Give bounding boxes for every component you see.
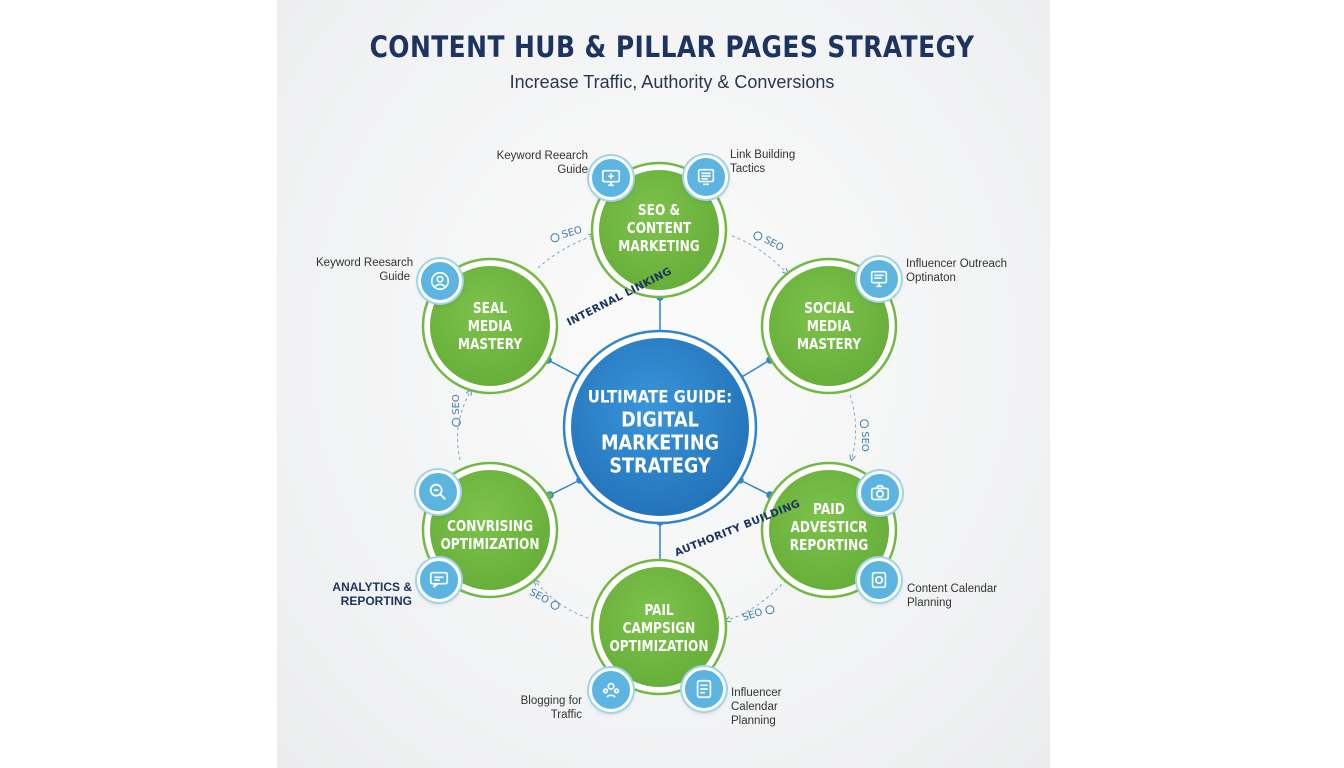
annotation-line: Traffic <box>550 709 582 721</box>
pillar-top-circle <box>590 161 728 299</box>
annotation-line: Tactics <box>730 163 766 175</box>
annotation-influencer-calendar: Influencer Calendar Planning <box>731 686 782 728</box>
page-title: CONTENT HUB & PILLAR PAGES STRATEGY <box>369 30 975 64</box>
team-icon <box>589 668 633 712</box>
spoke-upper-left <box>547 359 583 379</box>
pillar-line: MASTERY <box>796 335 862 353</box>
pillar-line: OPTIMIZATION <box>609 637 709 655</box>
pillar-line: MEDIA <box>467 317 513 335</box>
spoke-lower-left <box>549 479 581 496</box>
annotation-line: Calendar <box>731 701 778 713</box>
user-profile-icon <box>418 259 462 303</box>
seo-tag-left: SEO <box>451 394 462 427</box>
search-icon <box>416 470 460 514</box>
annotation-line: Blogging for <box>520 695 582 707</box>
hub-line-4: STRATEGY <box>609 453 711 478</box>
pillar-bottom-circle <box>590 558 728 696</box>
pillar-line: CONTENT <box>626 219 692 237</box>
hub-line-2: DIGITAL <box>621 407 699 432</box>
pillar-line: PAIL <box>644 601 674 619</box>
calendar-icon <box>857 558 901 602</box>
pillar-line: CONVRISING <box>446 517 534 535</box>
pillar-line: PAID <box>813 500 845 518</box>
annotation-keyword-research-left: Keyword Reesarch Guide <box>316 256 414 284</box>
pillar-line: SEO & <box>637 201 681 219</box>
annotation-line: Link Building <box>730 149 796 161</box>
annotation-keyword-research-top: Keyword Reearch Guide <box>496 149 588 177</box>
annotation-line: Optinaton <box>906 272 956 284</box>
pillar-upper-left-label: SEAL MEDIA MASTERY <box>458 299 522 353</box>
spoke-upper-right <box>739 359 771 379</box>
annotation-blogging-for-traffic: Blogging for Traffic <box>500 694 582 722</box>
connector-right <box>850 394 857 458</box>
annotation-line: Planning <box>907 597 952 609</box>
pillar-line: REPORTING <box>789 536 869 554</box>
annotation-content-calendar: Content Calendar Planning <box>907 582 997 610</box>
pillar-lower-right-label: PAID ADVESTICR REPORTING <box>790 500 869 554</box>
magnifier-icon <box>751 229 764 243</box>
document-list-icon <box>684 155 728 199</box>
connector-left <box>457 392 470 461</box>
monitor-icon <box>589 156 633 200</box>
annotation-line: Influencer Outreach <box>906 258 1008 270</box>
hub-circle <box>562 329 758 525</box>
chat-icon <box>417 558 461 602</box>
pillar-line: MASTERY <box>457 335 523 353</box>
connector-bottom-right <box>728 579 787 620</box>
pillar-line: ADVESTICR <box>790 518 868 536</box>
pillar-line: MEDIA <box>806 317 852 335</box>
magnifier-icon <box>859 419 869 429</box>
annotation-analytics-reporting: ANALYTICS & REPORTING <box>320 580 412 608</box>
camera-icon <box>858 471 902 515</box>
connector-top-right <box>731 235 786 272</box>
connector-bottom-left <box>536 582 595 621</box>
hub-line-3: MARKETING <box>600 430 720 455</box>
page-subtitle: Increase Traffic, Authority & Conversion… <box>509 72 835 92</box>
annotation-line: Keyword Reearch <box>496 150 588 162</box>
pillar-line: OPTIMIZATION <box>440 535 540 553</box>
pillar-line: MARKETING <box>618 237 700 255</box>
pillar-bottom-label: PAIL CAMPSIGN OPTIMIZATION <box>609 601 708 655</box>
annotation-line: REPORTING <box>340 594 412 608</box>
annotation-line: Keyword Reesarch <box>316 257 414 269</box>
annotation-line: Influencer <box>731 687 782 699</box>
annotation-line: Guide <box>379 271 410 283</box>
annotation-influencer-outreach: Influencer Outreach Optinaton <box>906 257 1007 285</box>
pillar-circles <box>421 161 898 696</box>
connector-top-left <box>537 236 592 269</box>
spoke-lower-right <box>739 479 771 496</box>
pillar-top-label: SEO & CONTENT MARKETING <box>618 201 699 255</box>
annotation-line: Content Calendar <box>907 583 998 595</box>
pillar-line: SEAL <box>472 299 508 317</box>
presentation-icon <box>857 257 901 301</box>
pillar-line: CAMPSIGN <box>622 619 696 637</box>
hub-line-1: ULTIMATE GUIDE: <box>587 387 733 408</box>
annotation-line: ANALYTICS & <box>332 580 412 594</box>
magnifier-icon <box>451 417 461 427</box>
seo-tag-right: SEO <box>859 419 870 452</box>
pillar-line: SOCIAL <box>804 299 854 317</box>
seo-text: SEO <box>450 394 462 415</box>
annotation-link-building: Link Building Tactics <box>730 148 795 176</box>
pillar-lower-left-label: CONVRISING OPTIMIZATION <box>440 517 539 553</box>
outer-dashed-connectors <box>457 235 857 621</box>
annotation-line: Guide <box>557 164 588 176</box>
notes-icon <box>682 667 726 711</box>
magnifier-icon <box>549 232 561 244</box>
seo-text: SEO <box>858 431 870 452</box>
pillar-upper-right-label: SOCIAL MEDIA MASTERY <box>797 299 861 353</box>
hub-label: ULTIMATE GUIDE: DIGITAL MARKETING STRATE… <box>588 387 733 478</box>
annotation-line: Planning <box>731 715 776 727</box>
